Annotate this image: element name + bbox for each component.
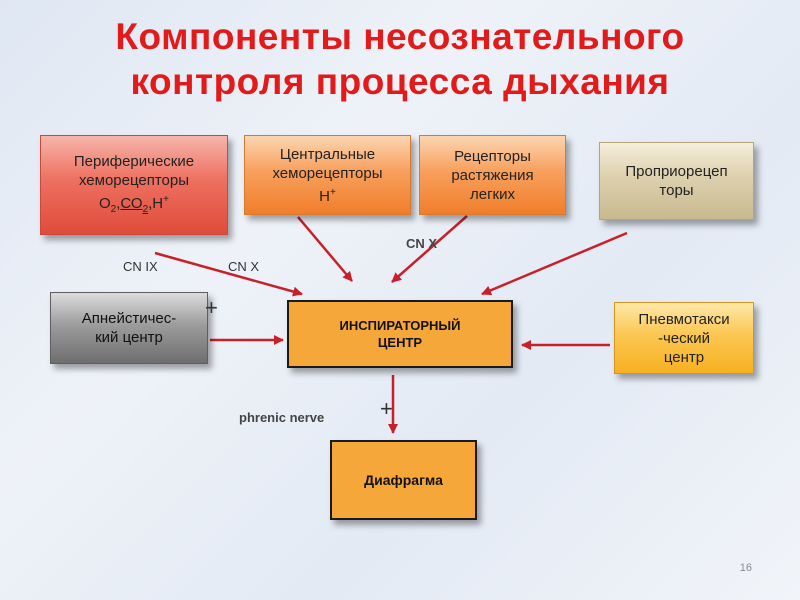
cn-x-left-label: CN X xyxy=(228,259,260,274)
arrow-peripheral-to-center xyxy=(154,251,303,297)
apneustic-line-2: кий центр xyxy=(95,329,163,346)
proprio-line-2: торы xyxy=(659,182,694,199)
peripheral-chemoreceptors-box: Периферические хеморецепторы О2,СО2,Н+ xyxy=(40,135,228,235)
central-line-1: Центральные xyxy=(279,145,376,163)
pneumotaxic-line-3: центр xyxy=(663,348,705,366)
inspiratory-line-2: ЦЕНТР xyxy=(377,335,423,350)
proprioceptors-box: Проприорецеп торы xyxy=(599,142,754,220)
peripheral-line-1: Периферические xyxy=(73,152,195,170)
cn-x-top-label: CN X xyxy=(406,236,438,251)
proprio-line-1: Проприорецеп xyxy=(625,163,728,180)
arrow-central-to-center xyxy=(297,216,353,282)
plus-sign-apneustic: + xyxy=(205,295,218,320)
pneumotaxic-line-1: Пневмотакси xyxy=(638,310,730,328)
pneumotaxic-line-2: -ческий xyxy=(658,329,710,347)
apneustic-line-1: Апнейстичес- xyxy=(81,310,177,327)
inspiratory-line-1: ИНСПИРАТОРНЫЙ xyxy=(339,318,461,333)
cn-ix-label: CN IX xyxy=(123,259,158,274)
inspiratory-center-box: ИНСПИРАТОРНЫЙ ЦЕНТР xyxy=(287,300,513,368)
central-line-3: Н+ xyxy=(319,186,336,205)
lung-stretch-receptors-box: Рецепторы растяжения легких xyxy=(419,135,566,215)
stretch-line-2: растяжения xyxy=(451,166,534,184)
arrow-proprio-to-center xyxy=(481,231,628,296)
title-line-2: контроля процесса дыхания xyxy=(130,61,670,102)
stretch-line-3: легких xyxy=(469,185,515,203)
pneumotaxic-center-box: Пневмотакси -ческий центр xyxy=(614,302,754,374)
central-chemoreceptors-box: Центральные хеморецепторы Н+ xyxy=(244,135,411,215)
stretch-line-1: Рецепторы xyxy=(454,147,531,165)
arrow-stretch-to-center xyxy=(391,215,468,283)
phrenic-nerve-label: phrenic nerve xyxy=(239,410,325,425)
plus-sign-phrenic: + xyxy=(380,396,393,421)
apneustic-center-box: Апнейстичес- кий центр xyxy=(50,292,208,364)
central-line-2: хеморецепторы xyxy=(272,164,383,182)
page-number: 16 xyxy=(739,562,752,574)
diaphragm-label: Диафрагма xyxy=(364,471,443,488)
peripheral-line-2: хеморецепторы xyxy=(78,171,190,189)
diaphragm-box: Диафрагма xyxy=(330,440,477,520)
title-line-1: Компоненты несознательного xyxy=(115,16,685,57)
page-title: Компоненты несознательного контроля проц… xyxy=(0,14,800,104)
peripheral-line-3: О2,СО2,Н+ xyxy=(98,193,169,215)
